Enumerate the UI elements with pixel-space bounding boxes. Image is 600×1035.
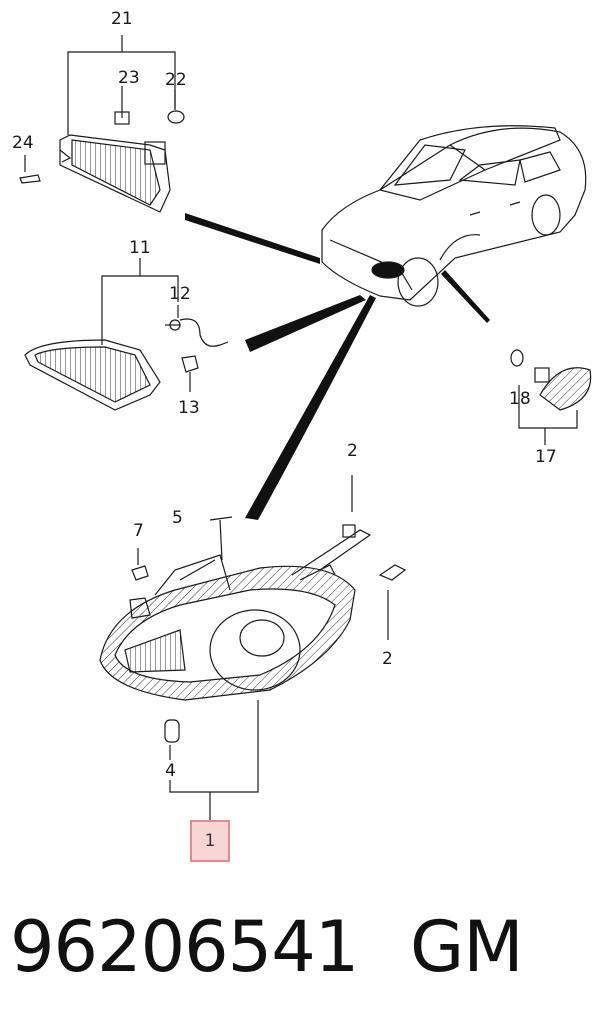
callout-2-top: 2 <box>347 441 358 461</box>
part-number: 96206541 <box>10 906 359 988</box>
callout-5: 5 <box>172 508 183 528</box>
leader-ribbons <box>185 213 490 520</box>
callout-17: 17 <box>535 447 557 467</box>
headlamp-main-assembly <box>99 475 407 820</box>
car-illustration <box>321 125 587 307</box>
callout-24: 24 <box>12 133 34 153</box>
callout-21: 21 <box>111 9 133 29</box>
callout-13: 13 <box>178 398 200 418</box>
callout-11: 11 <box>129 238 151 258</box>
callout-22: 22 <box>165 70 187 90</box>
callout-1-highlighted[interactable]: 1 <box>190 820 230 862</box>
callout-7: 7 <box>133 521 144 541</box>
side-marker-assembly <box>510 349 592 445</box>
callout-4: 4 <box>165 761 176 781</box>
callout-18: 18 <box>509 389 531 409</box>
fog-lamp-assembly <box>19 35 185 213</box>
callout-2-bottom: 2 <box>382 649 393 669</box>
headlamp-housing-unit <box>24 258 229 411</box>
brand-label: GM <box>410 906 524 988</box>
callout-12: 12 <box>169 284 191 304</box>
callout-23: 23 <box>118 68 140 88</box>
